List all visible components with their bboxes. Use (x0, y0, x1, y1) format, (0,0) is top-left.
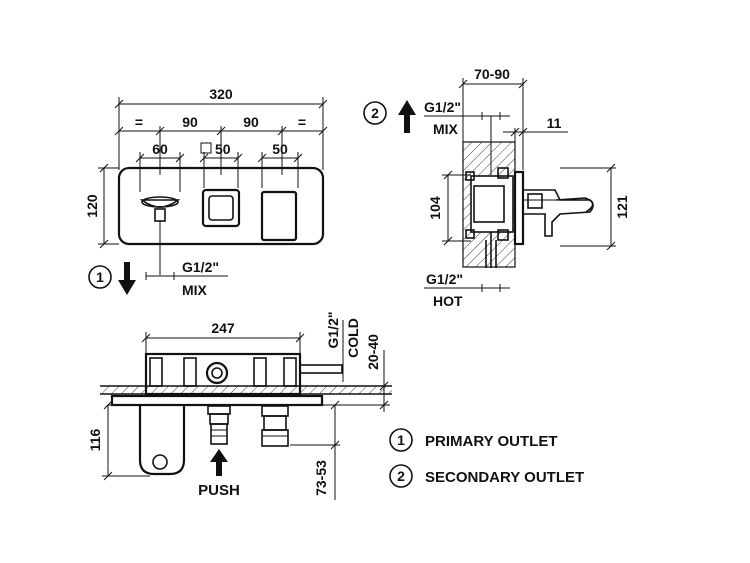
embedded-box-top (144, 352, 302, 396)
embedded-body (470, 175, 514, 233)
tick-marks (114, 126, 328, 136)
dim-eq-right: = (298, 114, 306, 130)
dim-depth-range: 70-90 (474, 66, 510, 82)
dim-height: 120 (84, 194, 100, 218)
front-view: 320 = 90 90 = 60 50 (84, 86, 328, 298)
bottom-connection-type: HOT (433, 293, 463, 309)
top-view: 247 G1/2" COLD 20-40 (87, 312, 392, 500)
callout-number-1: 1 (96, 269, 104, 285)
wall-top-hatch (100, 386, 392, 394)
dim-offset: 11 (547, 115, 562, 131)
top-connection-size: G1/2" (424, 99, 461, 115)
square-button (201, 188, 241, 228)
tick-mark (318, 99, 328, 109)
cold-inlet-pipe (299, 364, 343, 374)
dim-eq-left: = (135, 114, 143, 130)
push-label: PUSH (198, 482, 240, 499)
legend-text-2: SECONDARY OUTLET (425, 469, 584, 486)
dim-spacing-1: 90 (182, 114, 198, 130)
legend-circle-2 (389, 464, 413, 488)
spout-side (522, 189, 594, 237)
tick-mark (114, 99, 124, 109)
callout-number-2: 2 (371, 105, 379, 121)
dim-body-height: 104 (427, 196, 443, 220)
callout-circle-1 (88, 265, 112, 289)
legend-circle-1 (389, 428, 413, 452)
front-plate (117, 166, 325, 246)
spout-neck (154, 208, 166, 222)
lever-button (260, 190, 298, 242)
dim-width: 247 (211, 320, 235, 336)
valve-top (205, 361, 229, 385)
arrow-up-icon (398, 100, 416, 133)
top-connection-type: MIX (433, 121, 459, 137)
push-button-top (210, 423, 228, 445)
dim-outlet-diameter: 60 (152, 141, 168, 157)
plate-top (110, 394, 324, 407)
dim-projection: 73-53 (313, 460, 329, 496)
callout-circle-2 (363, 101, 387, 125)
lever-top (263, 415, 287, 431)
square-symbol-icon (200, 142, 212, 154)
cold-connection-size: G1/2" (325, 312, 341, 349)
outlet-connection-type: MIX (182, 282, 208, 298)
dim-wall-depth: 20-40 (365, 334, 381, 370)
arrow-down-icon (118, 262, 136, 295)
side-view: 2 70-90 G1/2" MIX 11 (363, 66, 630, 309)
dim-lever-button: 50 (272, 141, 288, 157)
dim-spacing-2: 90 (243, 114, 259, 130)
outlet-connection-size: G1/2" (182, 259, 219, 275)
bottom-connection-size: G1/2" (426, 271, 463, 287)
dim-square-button: 50 (215, 141, 231, 157)
dim-depth: 116 (87, 428, 103, 451)
legend-number-2: 2 (397, 468, 405, 484)
legend: 1 PRIMARY OUTLET 2 SECONDARY OUTLET (389, 428, 584, 488)
dim-total-height: 121 (614, 195, 630, 219)
dim-overall-width: 320 (209, 86, 233, 102)
legend-number-1: 1 (397, 432, 405, 448)
cold-connection-type: COLD (345, 318, 361, 358)
arrow-up-icon (210, 449, 228, 476)
spout-top (138, 406, 186, 476)
plate-side (513, 170, 525, 246)
legend-text-1: PRIMARY OUTLET (425, 433, 558, 450)
